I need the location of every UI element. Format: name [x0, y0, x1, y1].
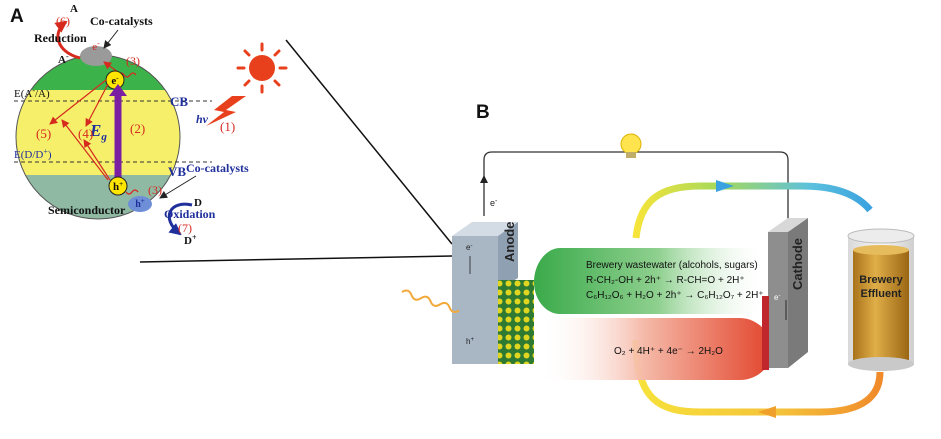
brewery-effluent-tank: Brewery Effluent [847, 228, 915, 371]
cathode-label: Cathode [790, 238, 805, 290]
panel-b: B e- Anode e- h+ Brewery wast [401, 102, 915, 418]
reduction-label: Reduction [34, 31, 87, 45]
oxidation-label: Oxidation [164, 207, 216, 221]
flow-arrow-bottom [758, 406, 776, 418]
cocatalyst-bottom-label: Co-catalysts [186, 161, 249, 175]
vb-hole [108, 176, 128, 196]
donor-level-label: E(D/D+) [14, 147, 52, 161]
wastewater-title: Brewery wastewater (alcohols, sugars) [586, 260, 758, 271]
vb-label: VB [168, 164, 186, 179]
anode-electrode: Anode e- h+ [452, 222, 534, 364]
top-cocatalyst [80, 46, 112, 66]
recombination-arrow-5a [61, 119, 109, 181]
acceptor-level-label: E(A-/A) [14, 86, 50, 100]
step5-label: (5) [36, 126, 51, 141]
cocatalyst-top-pointer [103, 29, 119, 49]
oxidation-reaction-region [534, 248, 760, 314]
excitation-arrowhead [109, 84, 127, 96]
tank-label-line1: Brewery [859, 274, 903, 286]
flow-loop-top [632, 182, 873, 239]
flow-arrow-top [716, 180, 734, 192]
step2-label: (2) [130, 121, 145, 136]
step3-top-label: (3) [126, 54, 140, 68]
sun-icon [236, 42, 288, 94]
glucose-oxidation-reaction: C₆H₁₂O₆ + H₂O + 2h⁺ → C₆H₁₂O₇ + 2H⁺ [586, 290, 764, 301]
cocatalyst-bottom-pointer [159, 175, 197, 199]
valence-band-region [16, 175, 180, 219]
light-bulb-icon [620, 133, 642, 158]
surface-hole-label: h+ [135, 197, 145, 210]
recombination-arrow-4a [83, 139, 111, 181]
recombination-arrow-5b [49, 79, 107, 125]
reduction-step-label: (6) [56, 14, 70, 28]
anode-label: Anode [502, 222, 517, 262]
donor-top-label: D [194, 197, 202, 209]
alcohol-oxidation-reaction: R-CH₂-OH + 2h⁺ → R-CH=O + 2H⁺ [586, 275, 745, 286]
oxidation-step-label: (7) [178, 221, 192, 235]
flow-loop-bottom [632, 339, 884, 416]
semiconductor-label: Semiconductor [48, 203, 126, 217]
panel-b-letter: B [476, 102, 490, 123]
hole-transfer-wave [125, 189, 139, 195]
electron-flow-label: e- [490, 198, 498, 208]
step4-label: (4) [78, 126, 93, 141]
reduction-reaction-region [540, 318, 772, 380]
cocatalyst-top-label: Co-catalysts [90, 14, 153, 28]
tank-label-line2: Effluent [861, 288, 902, 300]
electron-transfer-arrow-top [103, 61, 119, 73]
incident-light-wave [401, 289, 460, 314]
photon-energy-label: hν [196, 112, 209, 126]
acceptor-left-label: A- [58, 52, 69, 66]
anode-hole-label: h+ [466, 337, 474, 346]
external-circuit-wire [483, 151, 789, 232]
cathode-electron-label: e- [774, 293, 780, 302]
cathode-electrode: Cathode e- [762, 218, 808, 370]
oxygen-reduction-reaction: O₂ + 4H⁺ + 4e⁻ → 2H₂O [614, 346, 723, 357]
cb-electron-label: e- [111, 74, 119, 87]
anode-catalyst-layer [498, 280, 534, 364]
cathode-catalyst-layer [762, 296, 769, 370]
vb-hole-label: h+ [113, 180, 123, 193]
acceptor-top-label: A [70, 3, 78, 15]
zoom-line-top [285, 39, 453, 245]
panel-a-letter: A [10, 6, 24, 27]
recombination-arrow-4b [85, 83, 109, 127]
step1-label: (1) [220, 119, 235, 134]
anode-electron-label: e- [466, 243, 472, 252]
oxidation-arrow [167, 202, 193, 236]
cb-label: CB [170, 94, 188, 109]
bottom-cocatalyst [128, 196, 152, 212]
surface-electron-label: e- [92, 39, 100, 53]
photon-lightning-icon [206, 96, 246, 126]
step3-bottom-label: (3) [148, 183, 162, 197]
reduction-arrow [54, 20, 81, 60]
donor-bottom-label: D+ [184, 233, 197, 247]
zoom-line-bottom [139, 255, 453, 263]
panel-a: A e- A (6) Reduction A- Co-catalysts (3)… [10, 3, 453, 263]
